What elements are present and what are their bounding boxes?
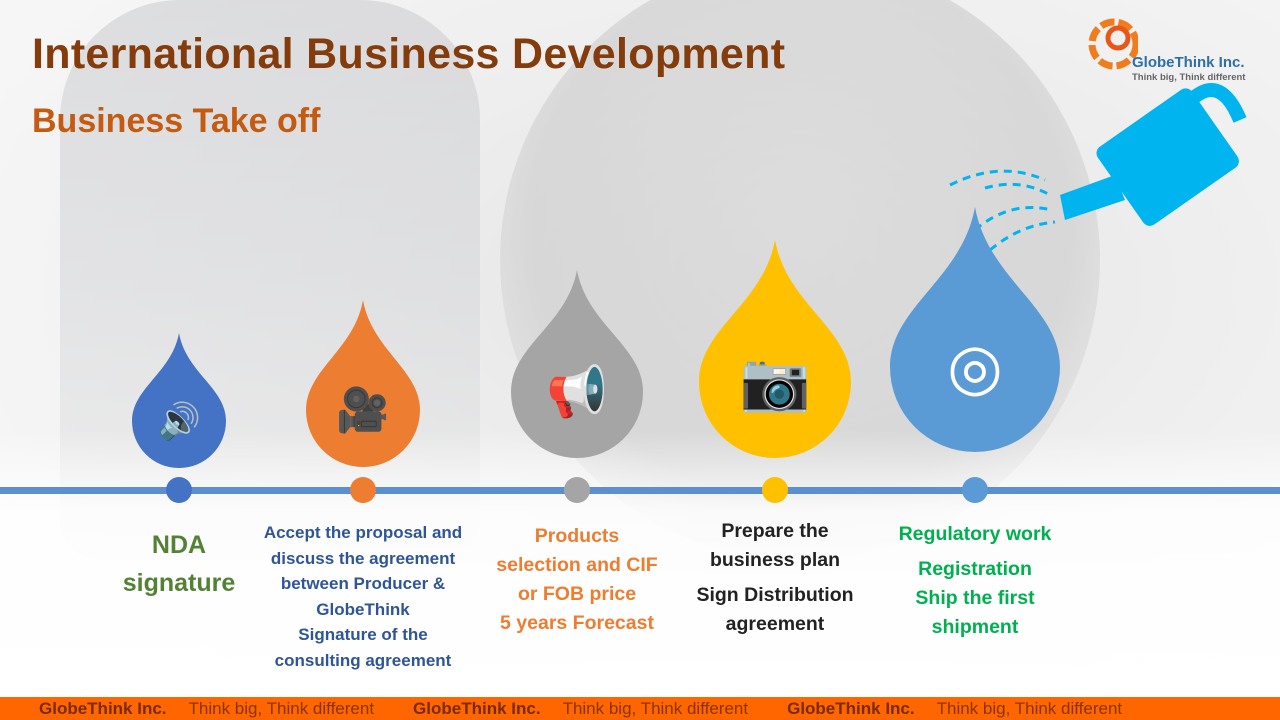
step-drop — [511, 270, 643, 458]
footer-brand: GlobeThink Inc. — [39, 698, 167, 718]
timeline-dot — [762, 477, 788, 503]
background-fade — [0, 430, 1280, 700]
caption-line: or FOB price — [517, 583, 637, 605]
globe-logo-icon — [1088, 18, 1140, 70]
camera-icon: 📷 — [740, 350, 811, 414]
page-subtitle: Business Take off — [32, 102, 321, 140]
step-caption: Products selection and CIF or FOB price 5 y… — [496, 522, 657, 638]
speaker-icon: 🔊 — [157, 399, 201, 442]
page-title: International Business Development — [32, 30, 786, 78]
logo-name: GlobeThink Inc. — [1132, 54, 1245, 71]
caption-line: Accept the proposal and — [263, 523, 463, 542]
step-drop — [890, 207, 1060, 452]
caption-line: signature — [122, 569, 236, 597]
caption-line: Sign Distribution — [696, 584, 854, 606]
caption-line: consulting agreement — [274, 650, 452, 670]
caption-line: discuss the agreement — [270, 548, 456, 568]
footer-brand: GlobeThink Inc. — [413, 698, 541, 718]
company-logo: GlobeThink Inc. Think big, Think differe… — [1088, 18, 1258, 88]
caption-line: GlobeThink — [316, 599, 410, 619]
video-camera-icon: 🎥 — [336, 385, 389, 434]
timeline-line — [0, 487, 1280, 494]
timeline-dot — [564, 477, 590, 503]
caption-line: agreement — [725, 613, 825, 635]
caption-line: Regulatory work — [898, 523, 1052, 545]
caption-line: Signature of the — [298, 625, 428, 644]
target-icon: ◎ — [947, 330, 1003, 402]
step-drop — [699, 240, 851, 458]
caption-line: 5 years Forecast — [500, 612, 654, 634]
caption-line: Registration — [918, 558, 1032, 580]
step-drop — [132, 333, 227, 469]
timeline-dot — [166, 477, 192, 503]
watering-can-icon — [949, 83, 1247, 252]
timeline-dot — [962, 477, 988, 503]
caption-line: Products — [534, 525, 620, 547]
step-caption: NDA signature — [123, 526, 236, 602]
footer-tagline: Think big, Think different — [936, 698, 1123, 718]
caption-line: NDA — [151, 531, 207, 559]
caption-line: selection and CIF — [496, 554, 658, 576]
step-drop — [306, 300, 420, 467]
caption-line: Ship the first — [915, 587, 1035, 609]
step-caption: Accept the proposal and discuss the agree… — [264, 520, 462, 673]
footer-brand: GlobeThink Inc. — [787, 698, 915, 718]
footer-tagline: Think big, Think different — [562, 698, 749, 718]
caption-line: between Producer & — [280, 574, 446, 593]
caption-line: shipment — [931, 616, 1019, 638]
megaphone-icon: 📢 — [546, 364, 608, 422]
logo-tagline: Think big, Think different — [1132, 72, 1246, 83]
timeline-dot — [350, 477, 376, 503]
caption-line: Prepare the — [721, 520, 829, 542]
caption-line: business plan — [709, 549, 841, 571]
footer-tagline: Think big, Think different — [188, 698, 375, 718]
footer-bar: GlobeThink Inc. Think big, Think differe… — [0, 697, 1280, 720]
